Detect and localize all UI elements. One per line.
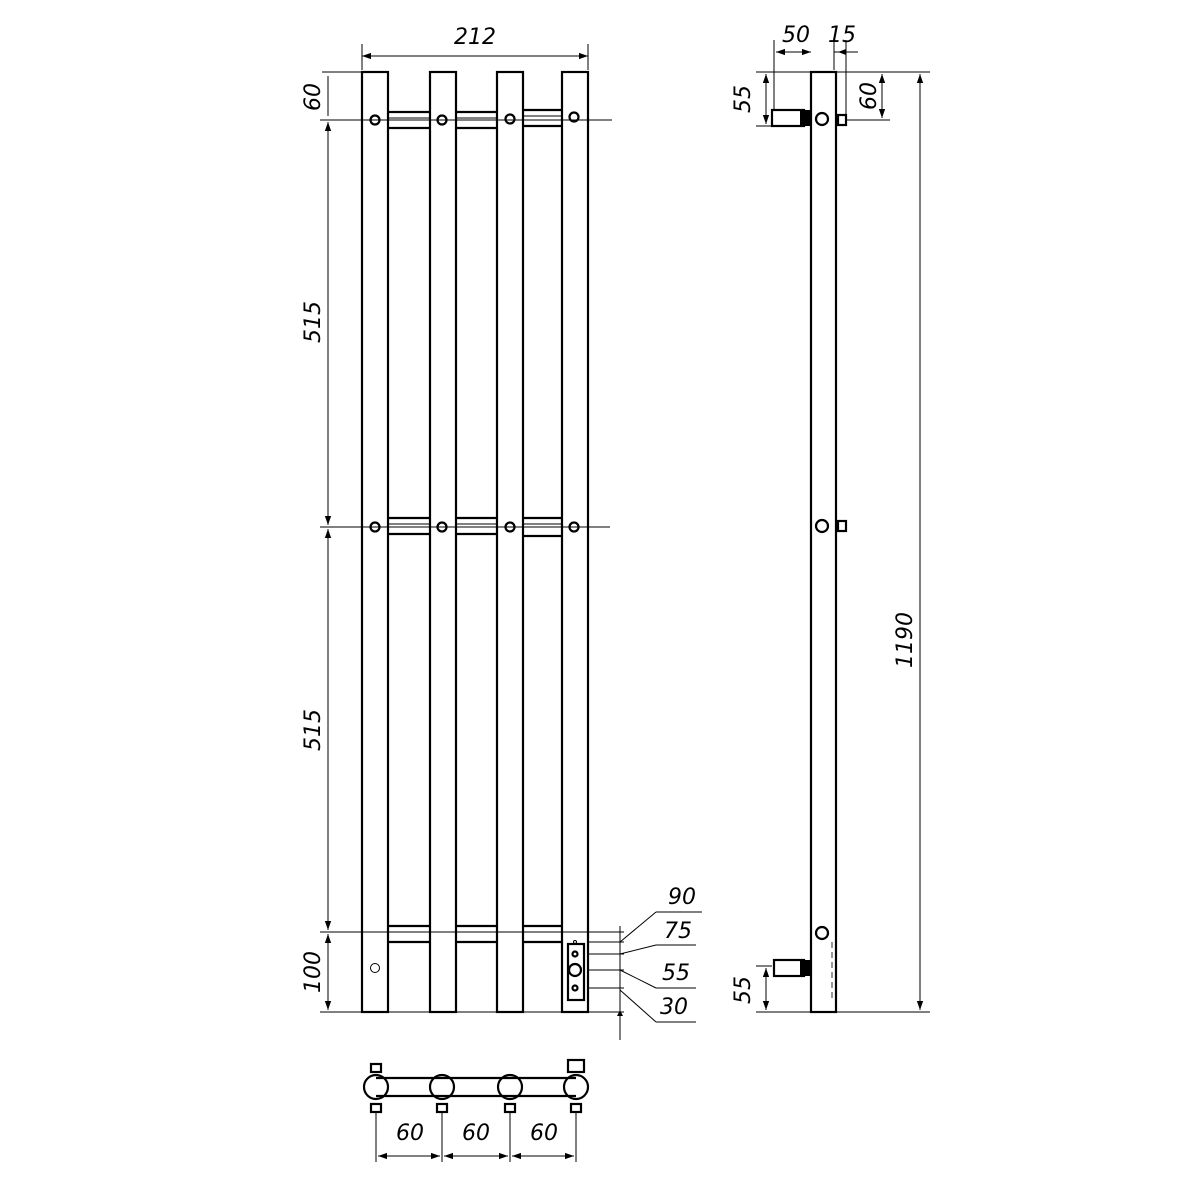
connection-callouts: [617, 911, 702, 1040]
upper-span-dimension: 515: [301, 301, 326, 343]
overall-height-dimension: 1190: [893, 612, 918, 668]
tube-1: [360, 70, 390, 1014]
front-extension-lines: [320, 44, 624, 1013]
callout-75: 75: [664, 919, 692, 944]
tube-4: [560, 70, 590, 1014]
top-view-nodes: [362, 1058, 590, 1114]
top-offset-dimension: 60: [301, 83, 326, 111]
callout-55: 55: [662, 961, 690, 986]
top-view: 60 60 60: [362, 1058, 590, 1162]
front-view: 212 60 515 515 100 90 75 55 30: [301, 25, 702, 1040]
top-crossbars: [388, 108, 562, 130]
top-fitting-dimension: 55: [731, 85, 756, 113]
lower-span-dimension: 515: [301, 709, 326, 751]
callout-90: 90: [668, 885, 696, 910]
spacing-dimension-3: 60: [530, 1121, 558, 1146]
projection-dimension: 50: [782, 23, 810, 48]
bottom-fitting-dimension: 55: [731, 976, 756, 1004]
bottom-offset-dimension: 100: [301, 951, 326, 993]
bottom-crossbars: [388, 924, 562, 944]
tube-2: [428, 70, 458, 1014]
mounting-holes: [369, 111, 580, 973]
side-profile: [809, 70, 838, 1014]
side-view: 50 15 55 60 1190 55: [731, 23, 930, 1014]
width-dimension: 212: [454, 25, 496, 50]
spacing-dimension-2: 60: [462, 1121, 490, 1146]
tube-3: [495, 70, 525, 1014]
wall-gap-dimension: 15: [828, 23, 856, 48]
middle-crossbars: [388, 516, 562, 538]
callout-30: 30: [660, 995, 688, 1020]
top-mount-dimension: 60: [857, 82, 882, 110]
connection-block: [566, 940, 586, 1002]
spacing-dimension-1: 60: [396, 1121, 424, 1146]
